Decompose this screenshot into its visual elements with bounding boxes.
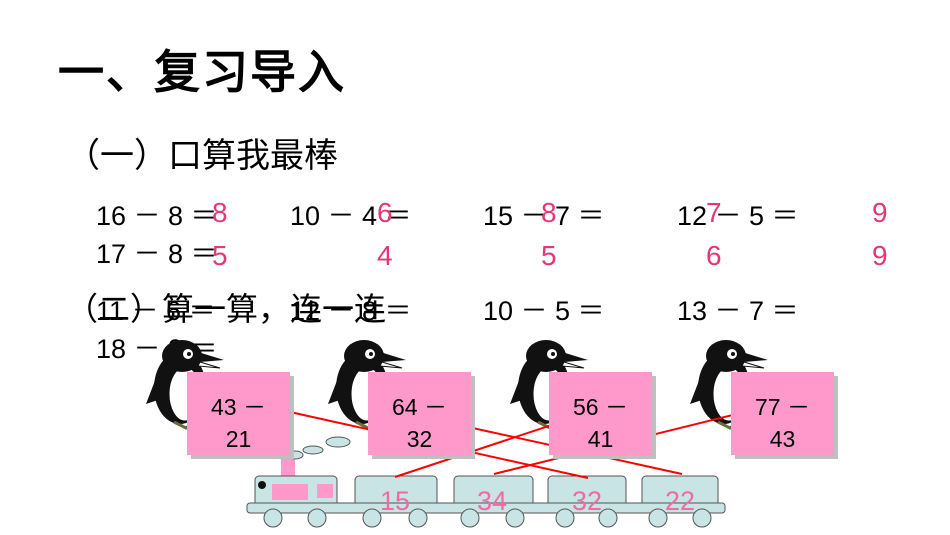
answer: 6 bbox=[706, 240, 722, 271]
subtraction-card[interactable]: 56 － 41 bbox=[549, 372, 652, 455]
equation: 10 － 5 ＝ bbox=[483, 296, 605, 326]
equation: 16 － 8 ＝ bbox=[96, 201, 218, 231]
card-expression: 77 － bbox=[755, 394, 810, 420]
answer: 4 bbox=[377, 240, 393, 271]
page-title: 一、复习导入 bbox=[58, 45, 346, 99]
answer: 5 bbox=[212, 240, 228, 271]
answer: 5 bbox=[541, 240, 557, 271]
subtraction-card[interactable]: 64 － 32 bbox=[368, 372, 471, 455]
card-expression: 43 － bbox=[211, 394, 266, 420]
answer: 7 bbox=[706, 197, 722, 228]
train-car-number[interactable]: 15 bbox=[380, 486, 411, 516]
section-heading-connect: （二）算一算，连一连 bbox=[66, 290, 387, 328]
equation: 13 － 7 ＝ bbox=[677, 296, 799, 326]
card-expression: 41 bbox=[587, 426, 614, 452]
card-expression: 32 bbox=[406, 426, 433, 452]
answer: 9 bbox=[872, 197, 888, 228]
card-expression: 64 － bbox=[392, 394, 447, 420]
train-car-number[interactable]: 22 bbox=[665, 486, 696, 516]
answer: 6 bbox=[377, 197, 393, 228]
section-heading-oral: （一）口算我最棒 bbox=[66, 136, 338, 176]
card-expression: 43 bbox=[769, 426, 796, 452]
answer: 8 bbox=[212, 197, 228, 228]
subtraction-card[interactable]: 43 － 21 bbox=[187, 372, 290, 455]
equation: 11 － 6 ＝ bbox=[96, 296, 216, 326]
equation: 17 － 8 ＝ bbox=[96, 239, 218, 269]
equation: 10 － 4 ＝ bbox=[290, 201, 412, 231]
train-car-number[interactable]: 34 bbox=[477, 486, 508, 516]
subtraction-card[interactable]: 77 － 43 bbox=[731, 372, 834, 455]
answer: 8 bbox=[541, 197, 557, 228]
answer: 9 bbox=[872, 240, 888, 271]
card-expression: 56 － bbox=[573, 394, 628, 420]
train-car-number[interactable]: 32 bbox=[572, 486, 603, 516]
card-expression: 21 bbox=[225, 426, 252, 452]
equation: 15 － 7 ＝ bbox=[483, 201, 605, 231]
train-icon bbox=[246, 436, 726, 528]
equation: 12 － 8 ＝ bbox=[290, 296, 412, 326]
equation: 12 － 5 ＝ bbox=[677, 201, 799, 231]
